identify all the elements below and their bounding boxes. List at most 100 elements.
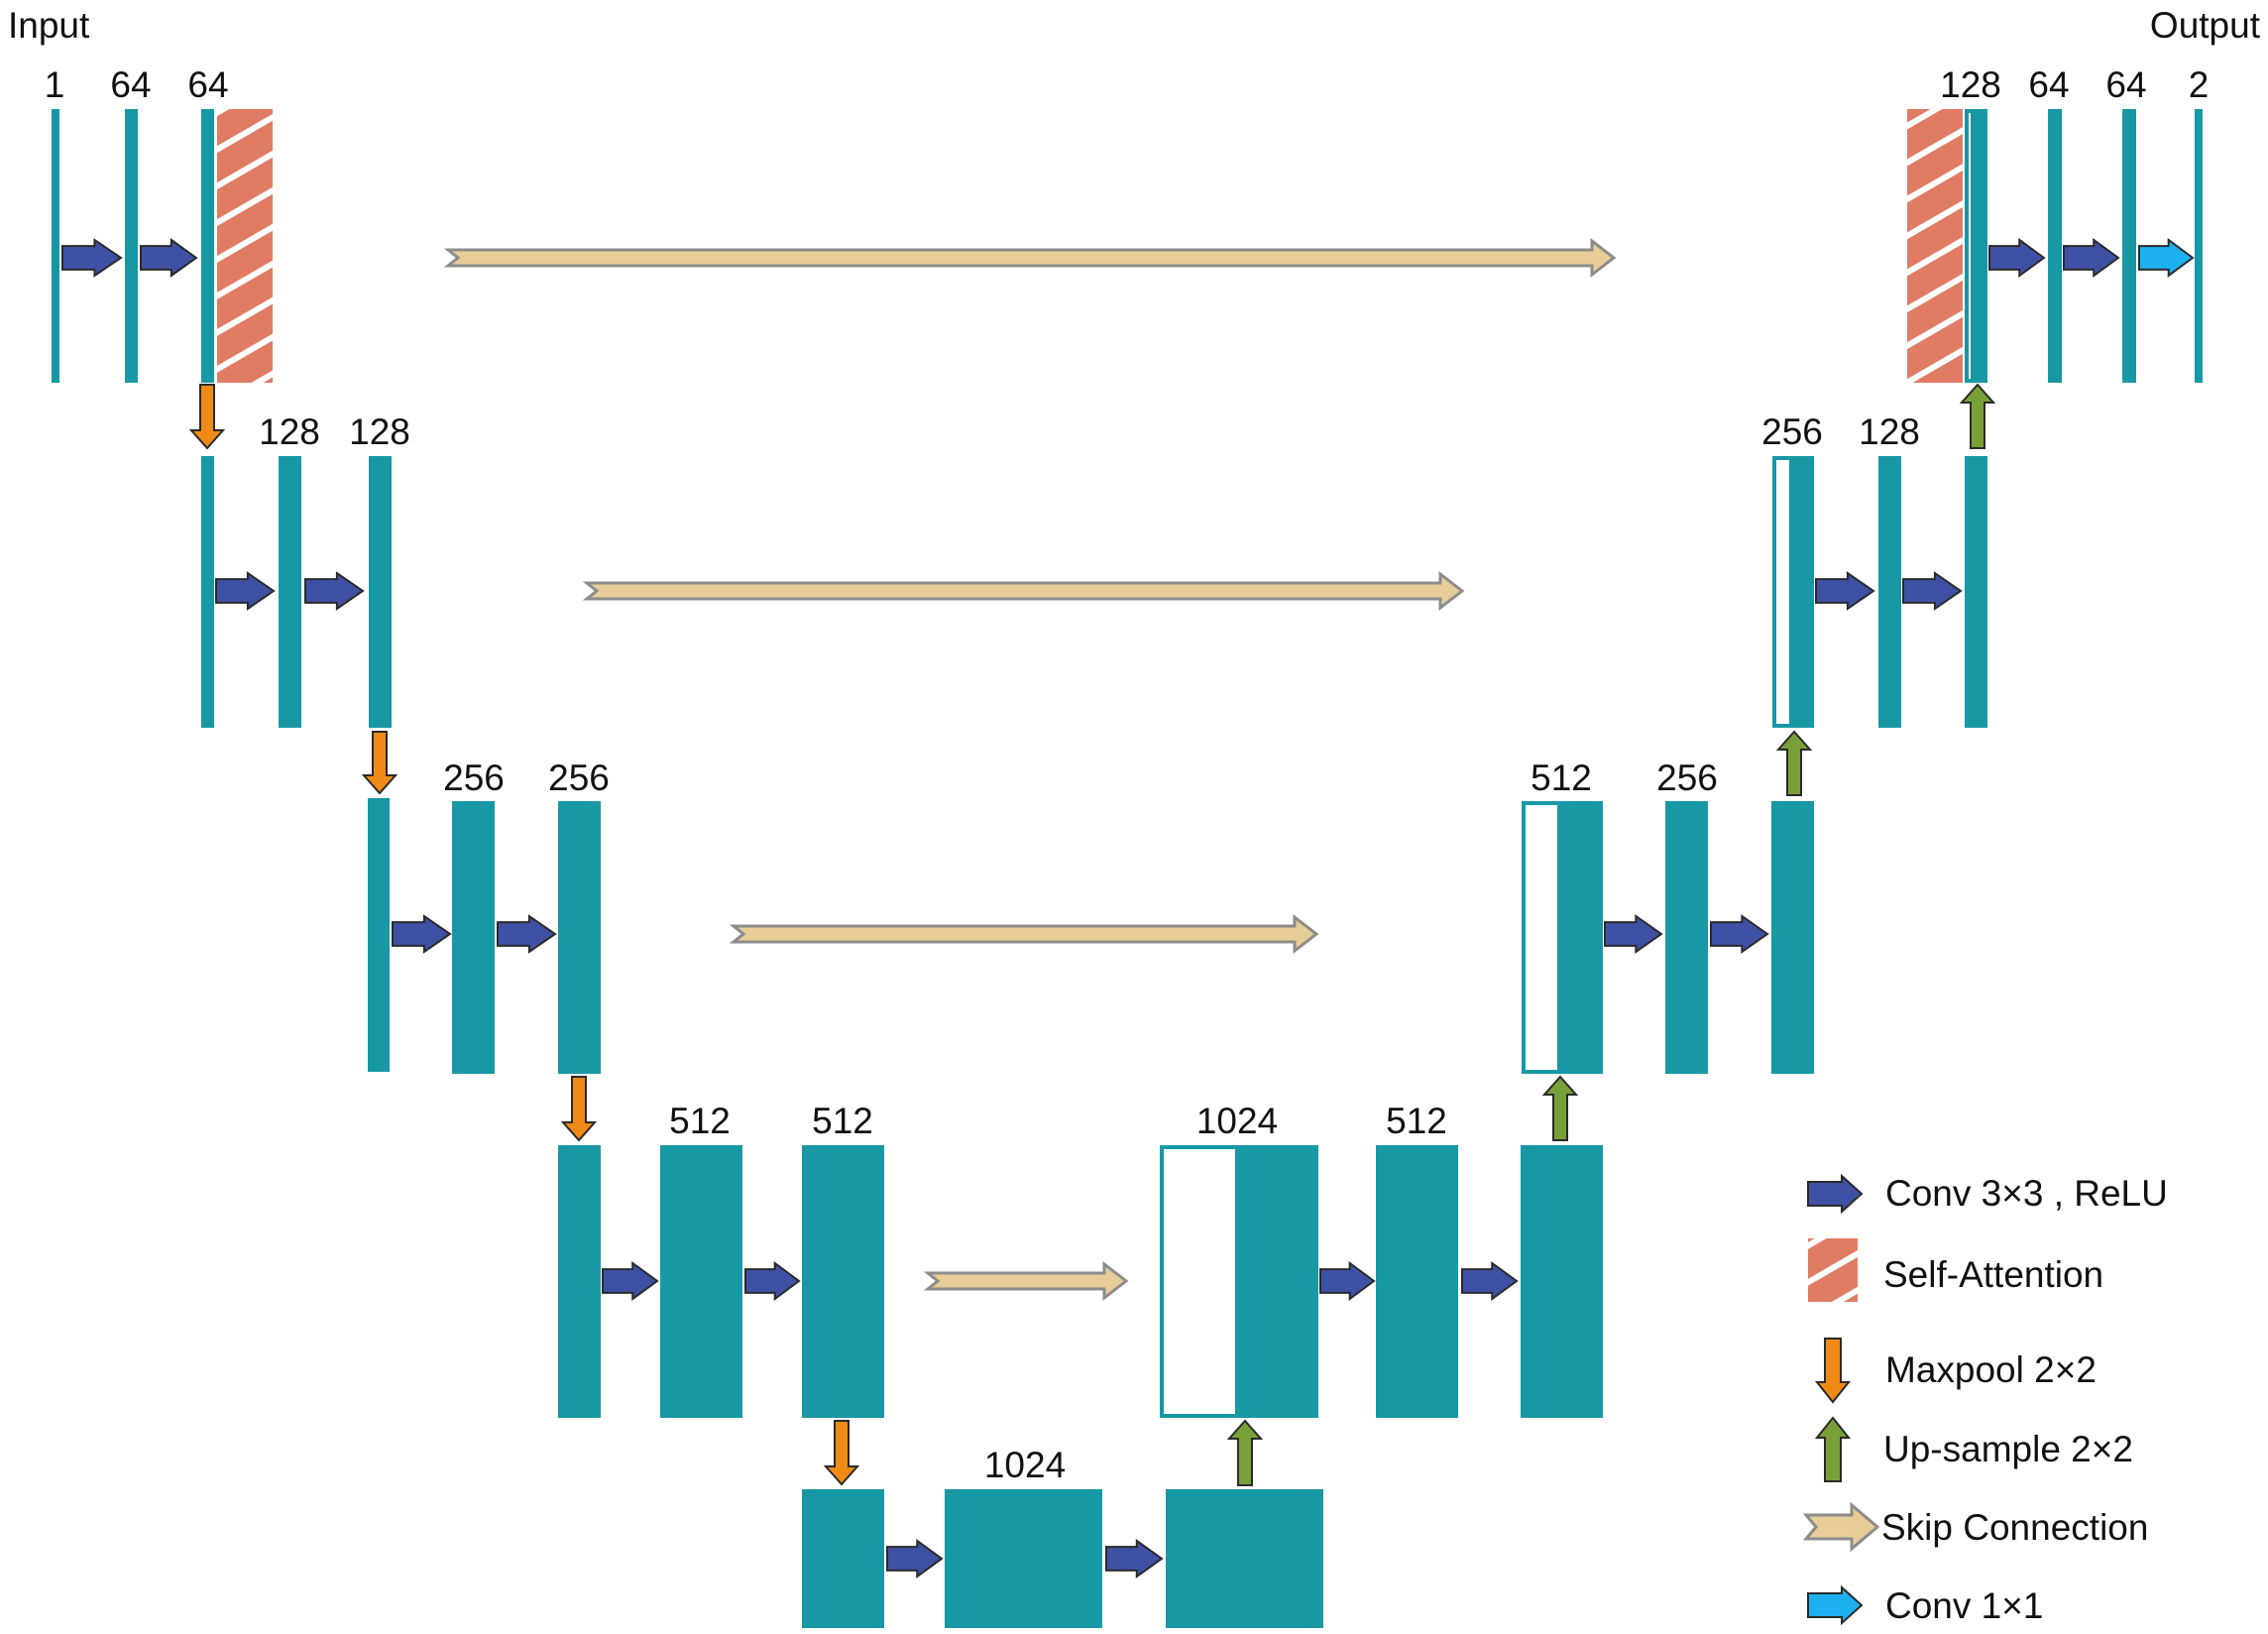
dec4-conv2-map <box>1521 1145 1603 1418</box>
conv-arrow <box>1988 238 2046 278</box>
legend-attention-icon <box>1808 1238 1858 1302</box>
conv-arrow <box>886 1539 944 1578</box>
enc1-conv1-map <box>125 109 138 383</box>
skip-connection-arrow <box>729 913 1319 955</box>
upsample-arrow <box>1775 730 1813 796</box>
channel-label: 256 <box>1656 758 1718 798</box>
conv-arrow <box>304 571 365 611</box>
conv-arrow <box>1461 1261 1519 1301</box>
legend-conv1x1-label: Conv 1×1 <box>1885 1585 2043 1626</box>
upsample-arrow <box>1541 1075 1579 1141</box>
channel-label: 2 <box>2189 64 2210 105</box>
enc3-conv2-map <box>558 801 601 1074</box>
dec2-skip-copy <box>1772 456 1793 728</box>
bottleneck-conv2-map <box>1166 1489 1323 1628</box>
conv-arrow <box>61 238 123 278</box>
dec1-skip-copy <box>1965 109 1975 383</box>
legend-maxpool-label: Maxpool 2×2 <box>1885 1349 2097 1390</box>
enc1-input-map <box>52 109 59 383</box>
enc2-conv1-map <box>279 456 301 728</box>
legend-skip-label: Skip Connection <box>1881 1507 2148 1548</box>
legend-conv-label: Conv 3×3 , ReLU <box>1885 1173 2168 1214</box>
conv-arrow <box>1604 914 1663 954</box>
conv-arrow <box>497 914 557 954</box>
conv1x1-arrow <box>2138 238 2195 278</box>
conv-arrow <box>140 238 198 278</box>
conv-arrow <box>1815 571 1875 611</box>
conv-arrow <box>1710 914 1769 954</box>
channel-label: 256 <box>443 758 505 798</box>
output-label: Output <box>2150 5 2261 46</box>
conv-arrow <box>602 1261 659 1301</box>
dec4-upsampled-map <box>1239 1145 1318 1418</box>
bottleneck-conv1-map <box>945 1489 1102 1628</box>
channel-label: 128 <box>1940 64 2001 105</box>
channel-label: 256 <box>548 758 610 798</box>
channel-label: 128 <box>259 411 320 452</box>
dec4-conv1-map <box>1376 1145 1458 1418</box>
dec2-conv1-map <box>1878 456 1901 728</box>
channel-label: 1024 <box>984 1445 1066 1485</box>
legend-skip-icon <box>1802 1501 1880 1553</box>
enc2-conv2-map <box>369 456 392 728</box>
conv-arrow <box>2063 238 2120 278</box>
dec1-self-attention-block <box>1907 109 1963 383</box>
channel-label: 1024 <box>1196 1101 1278 1141</box>
legend-upsample-label: Up-sample 2×2 <box>1883 1429 2133 1469</box>
upsample-arrow <box>1226 1419 1264 1486</box>
dec3-conv2-map <box>1771 801 1814 1074</box>
channel-label: 256 <box>1761 411 1823 452</box>
channel-label: 128 <box>1859 411 1920 452</box>
channel-label: 512 <box>812 1101 873 1141</box>
input-label: Input <box>8 5 90 46</box>
enc3-conv1-map <box>452 801 495 1074</box>
channel-label: 512 <box>669 1101 731 1141</box>
dec2-upsampled-map <box>1793 456 1814 728</box>
skip-connection-arrow <box>923 1260 1129 1302</box>
maxpool-arrow <box>823 1420 860 1486</box>
enc1-conv2-map <box>201 109 214 383</box>
enc2-pooled-map <box>201 456 214 728</box>
skip-connection-arrow <box>443 237 1617 279</box>
dec1-conv2-map <box>2122 109 2136 383</box>
upsample-arrow <box>1959 383 1996 449</box>
legend-conv-icon <box>1807 1173 1864 1215</box>
dec1-upsampled-map <box>1975 109 1987 383</box>
dec4-skip-copy <box>1160 1145 1239 1418</box>
enc4-conv2-map <box>802 1145 884 1418</box>
maxpool-arrow <box>188 384 226 450</box>
bottleneck-pooled-map <box>802 1489 884 1628</box>
dec3-skip-copy <box>1522 801 1561 1074</box>
channel-label: 512 <box>1386 1101 1447 1141</box>
conv-arrow <box>1105 1539 1164 1578</box>
dec3-upsampled-map <box>1561 801 1603 1074</box>
legend-upsample-icon <box>1814 1416 1852 1482</box>
channel-label: 64 <box>2028 64 2069 105</box>
conv-arrow <box>1902 571 1963 611</box>
skip-connection-arrow <box>582 570 1465 612</box>
conv-arrow <box>744 1261 801 1301</box>
enc3-pooled-map <box>368 798 390 1072</box>
enc1-self-attention-block <box>217 109 273 383</box>
legend-maxpool-icon <box>1814 1338 1852 1404</box>
channel-label: 128 <box>349 411 410 452</box>
maxpool-arrow <box>560 1076 598 1142</box>
conv-arrow <box>1319 1261 1376 1301</box>
maxpool-arrow <box>361 731 398 795</box>
legend-attention-label: Self-Attention <box>1883 1254 2103 1295</box>
legend-conv1x1-icon <box>1807 1584 1864 1626</box>
conv-arrow <box>392 914 452 954</box>
enc4-conv1-map <box>660 1145 742 1418</box>
dec1-output-map <box>2195 109 2203 383</box>
dec2-conv2-map <box>1965 456 1987 728</box>
channel-label: 64 <box>187 64 228 105</box>
dec3-conv1-map <box>1665 801 1708 1074</box>
conv-arrow <box>215 571 276 611</box>
channel-label: 1 <box>45 64 65 105</box>
enc4-pooled-map <box>558 1145 601 1418</box>
channel-label: 64 <box>2105 64 2146 105</box>
channel-label: 64 <box>110 64 151 105</box>
channel-label: 512 <box>1531 758 1592 798</box>
